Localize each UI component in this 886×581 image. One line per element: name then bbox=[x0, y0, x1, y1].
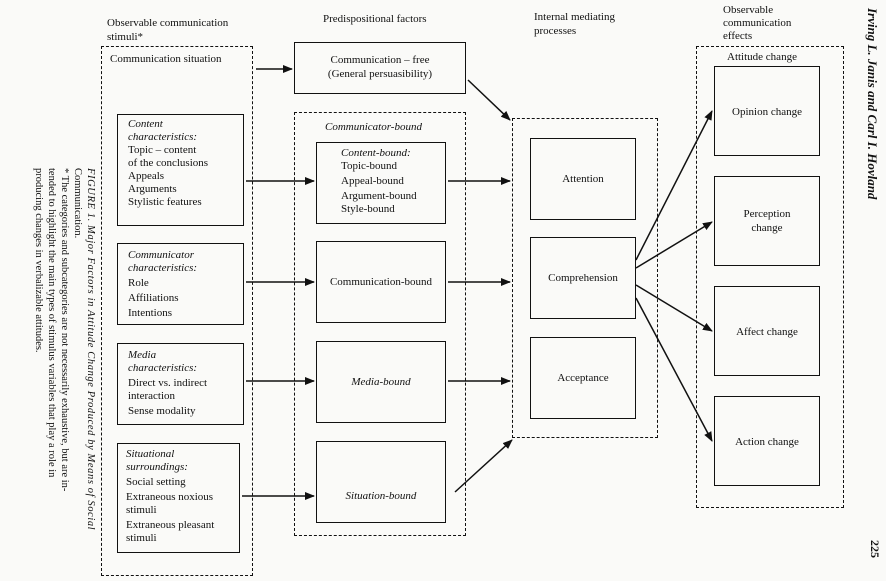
communication-free-label: Communication – free bbox=[330, 54, 430, 66]
arrow-comprehension-to-action bbox=[635, 297, 713, 442]
action-change-label: Action change bbox=[735, 436, 799, 448]
perception-change-label-1: Perception bbox=[743, 208, 791, 220]
acceptance-label: Acceptance bbox=[557, 372, 609, 384]
media-title-2: characteristics: bbox=[128, 362, 198, 374]
communication-bound-label: Communication-bound bbox=[329, 276, 433, 288]
media-item: interaction bbox=[128, 390, 176, 402]
comprehension-label: Comprehension bbox=[548, 272, 618, 284]
action-change-box: Action change bbox=[714, 396, 820, 486]
situational-item: stimuli bbox=[126, 504, 157, 516]
communicator-title-1: Communicator bbox=[128, 249, 194, 261]
perception-change-label-2: change bbox=[751, 222, 783, 234]
communicator-bound-group bbox=[294, 112, 466, 536]
media-item: Direct vs. indirect bbox=[128, 377, 208, 389]
content-characteristics-box: Content characteristics: Topic – content… bbox=[117, 114, 244, 226]
mediating-group bbox=[512, 118, 658, 438]
content-title-2: characteristics: bbox=[128, 131, 198, 143]
situational-item: Social setting bbox=[126, 476, 186, 488]
arrow-comprehension-to-affect bbox=[635, 284, 713, 332]
situational-title-2: surroundings: bbox=[126, 461, 188, 473]
attention-box: Attention bbox=[530, 138, 636, 220]
content-bound-item: Style-bound bbox=[341, 203, 395, 215]
situational-item: Extraneous pleasant bbox=[126, 519, 215, 531]
arrow-comprehension-to-perception bbox=[635, 221, 713, 269]
situational-surroundings-box: Situational surroundings: Social setting… bbox=[117, 443, 240, 553]
media-item: Sense modality bbox=[128, 405, 196, 417]
stimuli-group bbox=[101, 46, 253, 576]
communication-bound-box: Communication-bound bbox=[316, 241, 446, 323]
situational-title-1: Situational bbox=[126, 448, 175, 460]
media-bound-box: Media-bound bbox=[316, 341, 446, 423]
communication-situation-label: Communication situation bbox=[110, 53, 222, 65]
content-bound-item: Topic-bound bbox=[341, 160, 398, 172]
situation-bound-label: Situation-bound bbox=[345, 490, 417, 502]
affect-change-box: Affect change bbox=[714, 286, 820, 376]
situation-bound-box: Situation-bound bbox=[316, 441, 446, 523]
content-item: Topic – content bbox=[128, 144, 197, 156]
media-title-1: Media bbox=[128, 349, 157, 361]
comprehension-box: Comprehension bbox=[530, 237, 636, 319]
communicator-characteristics-box: Communicator characteristics: Role Affil… bbox=[117, 243, 244, 325]
attitude-change-label: Attitude change bbox=[727, 51, 797, 63]
media-characteristics-box: Media characteristics: Direct vs. indire… bbox=[117, 343, 244, 425]
arrow-situationbound-to-mediating bbox=[454, 439, 513, 493]
communication-free-box: Communication – free (General persuasibi… bbox=[294, 42, 466, 94]
content-bound-item: Argument-bound bbox=[341, 190, 417, 202]
perception-change-box: Perception change bbox=[714, 176, 820, 266]
acceptance-box: Acceptance bbox=[530, 337, 636, 419]
communicator-item: Intentions bbox=[128, 307, 172, 319]
content-bound-item: Appeal-bound bbox=[341, 175, 404, 187]
communicator-title-2: characteristics: bbox=[128, 262, 198, 274]
opinion-change-label: Opinion change bbox=[732, 106, 802, 118]
content-item: Stylistic features bbox=[128, 196, 202, 208]
arrow-comprehension-to-opinion bbox=[635, 110, 713, 261]
arrow-free-to-mediating bbox=[467, 79, 511, 121]
communicator-item: Affiliations bbox=[128, 292, 179, 304]
media-bound-label: Media-bound bbox=[351, 376, 411, 388]
situational-item: stimuli bbox=[126, 532, 157, 544]
general-persuasibility-label: (General persuasibility) bbox=[327, 68, 433, 80]
content-title-1: Content bbox=[128, 118, 163, 130]
content-item: Appeals bbox=[128, 170, 165, 182]
attention-label: Attention bbox=[562, 173, 604, 185]
opinion-change-box: Opinion change bbox=[714, 66, 820, 156]
content-bound-title: Content-bound: bbox=[341, 147, 411, 159]
communicator-bound-label: Communicator-bound bbox=[325, 121, 422, 133]
effects-group bbox=[696, 46, 844, 508]
affect-change-label: Affect change bbox=[736, 326, 798, 338]
content-item: Arguments bbox=[128, 183, 177, 195]
communicator-item: Role bbox=[128, 277, 149, 289]
content-bound-box: Content-bound: Topic-bound Appeal-bound … bbox=[316, 142, 446, 224]
content-item: of the conclusions bbox=[128, 157, 209, 169]
header-predispositional: Predispositional factors bbox=[323, 13, 427, 25]
situational-item: Extraneous noxious bbox=[126, 491, 214, 503]
